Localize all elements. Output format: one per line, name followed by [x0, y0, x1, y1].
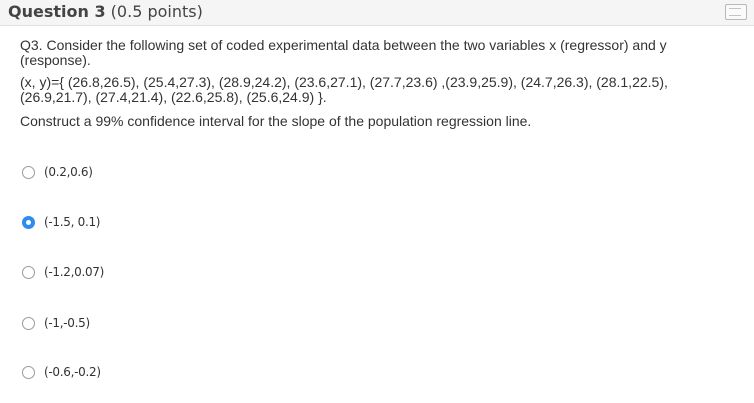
flag-question-icon[interactable]: [725, 4, 747, 20]
question-body: Q3. Consider the following set of coded …: [20, 38, 735, 129]
question-title: Question 3 (0.5 points): [8, 2, 203, 21]
question-prompt: Q3. Consider the following set of coded …: [20, 37, 667, 68]
question-points: (0.5 points): [105, 2, 203, 21]
radio-button[interactable]: [22, 365, 35, 379]
answer-option-label: (-1,-0.5): [44, 316, 90, 330]
answer-option-3[interactable]: (-1.2,0.07): [22, 263, 104, 281]
answer-option-2[interactable]: (-1.5, 0.1): [22, 213, 101, 231]
question-ask: Construct a 99% confidence interval for …: [20, 113, 532, 129]
radio-button[interactable]: [22, 265, 35, 279]
radio-button[interactable]: [22, 316, 35, 330]
question-data: (x, y)={ (26.8,26.5), (25.4,27.3), (28.9…: [20, 74, 668, 105]
answer-option-label: (-0.6,-0.2): [44, 365, 101, 379]
answer-option-label: (-1.2,0.07): [44, 265, 105, 279]
radio-button-selected[interactable]: [22, 215, 35, 229]
answer-option-label: (0.2,0.6): [44, 165, 93, 179]
answer-option-1[interactable]: (0.2,0.6): [22, 163, 93, 181]
question-header: Question 3 (0.5 points): [0, 0, 754, 26]
answer-option-label: (-1.5, 0.1): [44, 215, 101, 229]
answer-option-5[interactable]: (-0.6,-0.2): [22, 363, 101, 381]
answer-option-4[interactable]: (-1,-0.5): [22, 314, 90, 332]
radio-button[interactable]: [22, 165, 35, 179]
question-number: Question 3: [8, 2, 106, 21]
